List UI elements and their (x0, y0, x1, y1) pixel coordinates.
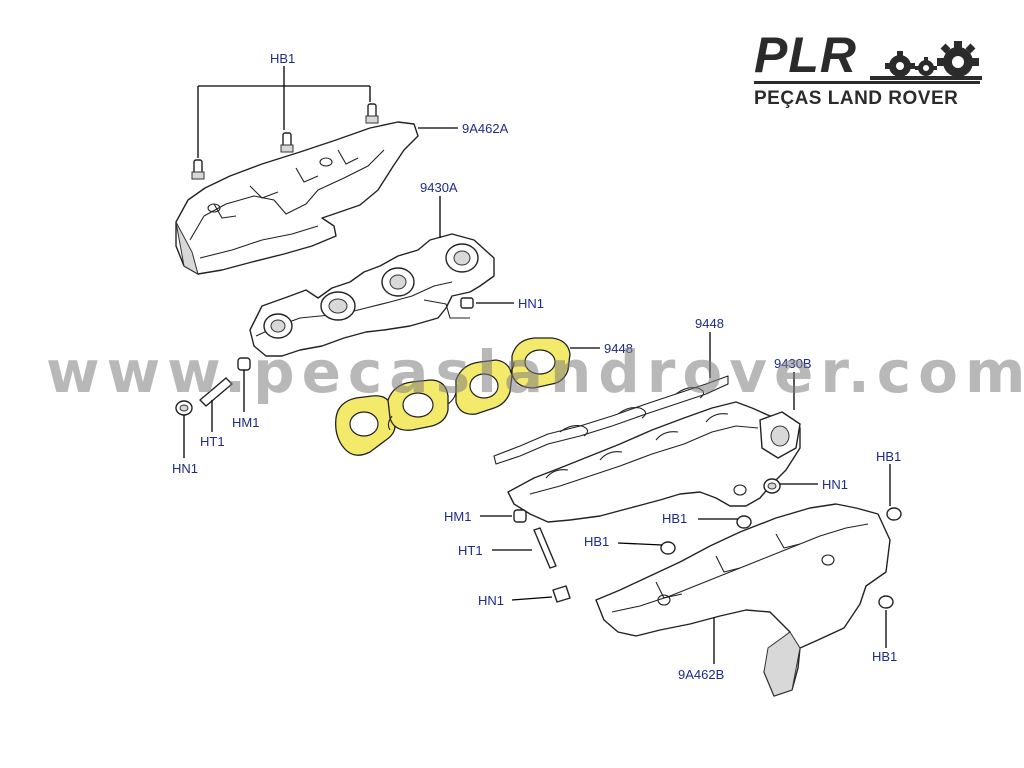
label-9a462a: 9A462A (462, 121, 509, 136)
nut-hn1-upper[interactable] (460, 297, 474, 309)
label-9a462b: 9A462B (678, 667, 724, 682)
label-hb1-mid-a: HB1 (662, 511, 687, 526)
stud-ht1-left[interactable] (199, 377, 233, 407)
bolt-hb1-right-bottom[interactable] (878, 595, 894, 609)
bolt-hb1-right-top[interactable] (886, 507, 902, 521)
bolt-hb1-mid-b[interactable] (660, 541, 676, 555)
exhaust-manifold-9430a[interactable] (249, 233, 495, 357)
label-hm1-left: HM1 (232, 415, 259, 430)
plr-logo[interactable]: PLR PEÇAS LAND ROVER (752, 27, 992, 110)
leader-lines (183, 66, 891, 664)
exhaust-manifold-9430b[interactable] (507, 401, 801, 523)
heat-shield-lower[interactable] (595, 503, 891, 697)
label-ht1-mid: HT1 (458, 543, 483, 558)
label-9448-right: 9448 (695, 316, 724, 331)
logo-tagline: PEÇAS LAND ROVER (754, 88, 959, 109)
heat-shield-upper[interactable] (175, 121, 419, 276)
sleeve-hm1-mid[interactable] (513, 509, 527, 523)
label-9430b: 9430B (774, 356, 812, 371)
bolt-hb1-upper-2[interactable] (280, 132, 294, 153)
label-ht1-left: HT1 (200, 434, 225, 449)
label-9430a: 9430A (420, 180, 458, 195)
nut-hn1-mid[interactable] (552, 585, 571, 603)
bolt-hb1-mid-a[interactable] (736, 515, 752, 529)
label-hb1-right-top: HB1 (876, 449, 901, 464)
part-labels: HB1 9A462A 9430A HN1 9448 9448 9430B HN1… (172, 51, 901, 682)
bolt-hb1-upper-1[interactable] (191, 159, 205, 180)
logo-divider (754, 81, 980, 84)
watermark-text: www.pecaslandrover.com (46, 338, 1024, 406)
stud-ht1-mid[interactable] (533, 527, 557, 569)
label-hn1-left: HN1 (172, 461, 198, 476)
label-hb1-top: HB1 (270, 51, 295, 66)
label-hn1-mid: HN1 (478, 593, 504, 608)
label-hb1-right-bottom: HB1 (872, 649, 897, 664)
nut-hn1-right[interactable] (763, 478, 781, 494)
label-hm1-mid: HM1 (444, 509, 471, 524)
gasket-9448-right[interactable] (493, 375, 729, 465)
label-9448-left: 9448 (604, 341, 633, 356)
label-hn1-upper: HN1 (518, 296, 544, 311)
gasket-9448-highlighted[interactable] (335, 337, 571, 456)
bolt-hb1-upper-3[interactable] (365, 103, 379, 124)
label-hn1-right: HN1 (822, 477, 848, 492)
label-hb1-mid-b: HB1 (584, 534, 609, 549)
logo-wordmark: PLR (754, 27, 857, 83)
gears-icon (870, 41, 982, 80)
